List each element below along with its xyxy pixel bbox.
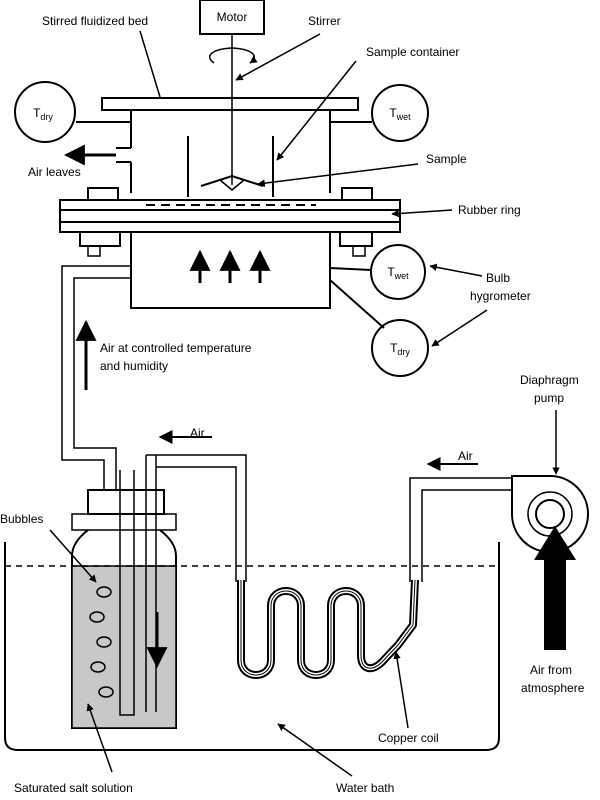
stirred-bed-label: Stirred fluidized bed — [42, 14, 148, 28]
stirred-bed-leader — [139, 30, 161, 98]
sample-container-label: Sample container — [366, 45, 459, 59]
sample-leader — [257, 163, 419, 187]
inlet-air-pipe — [409, 477, 512, 582]
water-bath-leader — [277, 723, 353, 777]
saturated-salt-label: Saturated salt solution — [14, 781, 133, 795]
diaphragm-label-1: Diaphragm — [520, 373, 579, 387]
diaphragm-label-2: pump — [534, 391, 564, 405]
stirrer-label: Stirrer — [308, 14, 341, 28]
fluidized-bed-vessel — [59, 97, 401, 309]
bulb-leader-lower — [431, 309, 488, 347]
svg-text:Twet: Twet — [387, 265, 409, 281]
upflow-arrows — [189, 249, 271, 283]
diaphragm-pump — [511, 475, 589, 553]
air-label-1: Air — [190, 426, 205, 440]
copper-coil-leader — [393, 651, 409, 729]
air-label-2: Air — [458, 449, 473, 463]
twet-bulb: Twet — [329, 244, 426, 300]
return-air-pipe — [146, 454, 247, 582]
air-from-label-1: Air from — [530, 663, 572, 677]
svg-text:Twet: Twet — [389, 106, 411, 122]
saturated-salt-leader — [86, 703, 113, 773]
copper-coil — [237, 579, 419, 679]
tdry-top-left: Tdry — [14, 81, 131, 143]
bubbles — [89, 586, 114, 698]
stirrer-leader — [235, 33, 321, 81]
air-controlled-label-1: Air at controlled temperature — [100, 341, 252, 355]
motor-label: Motor — [217, 10, 248, 24]
tdry-bulb: Tdry — [329, 279, 429, 377]
motor: Motor — [199, 0, 265, 35]
copper-coil-label: Copper coil — [378, 731, 439, 745]
bubbles-label: Bubbles — [0, 512, 43, 526]
svg-text:Tdry: Tdry — [33, 106, 53, 122]
rotation-indicator — [209, 47, 258, 64]
sample-container-leader — [276, 60, 357, 161]
bulb-label-1: Bulb — [486, 271, 510, 285]
air-leaves-label: Air leaves — [28, 165, 81, 179]
rubber-ring-label: Rubber ring — [458, 203, 521, 217]
rubber-ring-leader — [391, 209, 453, 218]
bulb-label-2: hygrometer — [470, 289, 531, 303]
bulb-leader-upper — [429, 263, 483, 277]
air-intake-arrow — [534, 526, 576, 650]
svg-text:Tdry: Tdry — [390, 341, 410, 357]
bubbles-leader — [49, 529, 97, 583]
riser-pipe — [61, 265, 131, 490]
twet-top-right: Twet — [330, 84, 429, 142]
air-from-label-2: atmosphere — [521, 681, 585, 695]
air-controlled-label-2: and humidity — [100, 359, 168, 373]
sample-label: Sample — [426, 152, 467, 166]
water-bath-label: Water bath — [336, 781, 394, 795]
salt-solution-bottle — [71, 455, 177, 729]
water-bath — [4, 542, 500, 751]
